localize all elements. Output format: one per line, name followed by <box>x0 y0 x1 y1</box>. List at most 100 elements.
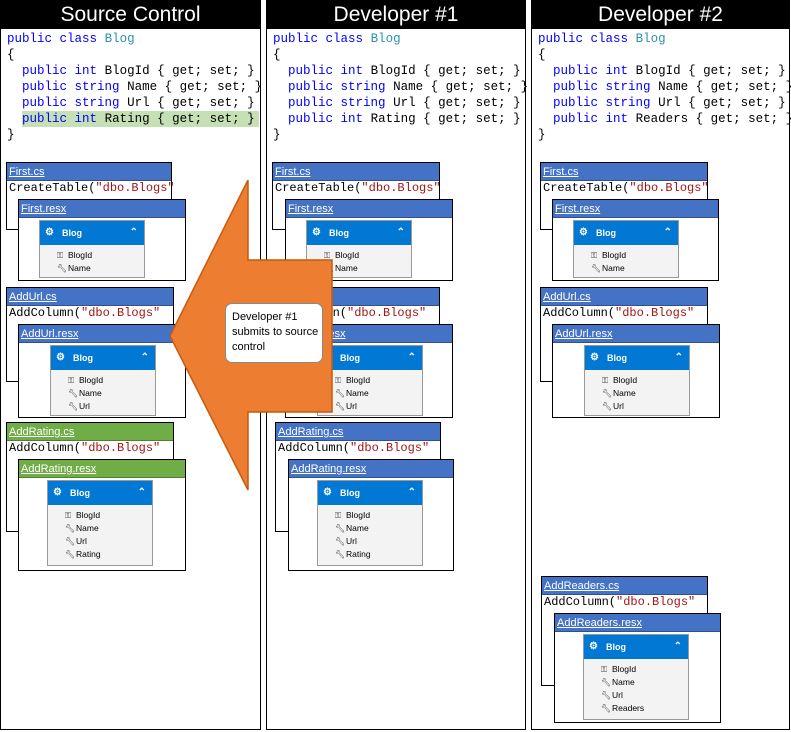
entity-diagram: ⚙Blog⌃ ⚿BlogId 🔧︎Name 🔧︎Url <box>584 345 690 416</box>
property-name: 🔧︎Name <box>57 263 91 273</box>
migration-file-addurl-resx: AddUrl.resx ⚙Blog⌃ ⚿BlogId 🔧︎Name 🔧︎Url <box>18 324 186 418</box>
migration-file-addreaders-resx: AddReaders.resx ⚙Blog⌃ ⚿BlogId 🔧︎Name 🔧︎… <box>554 613 721 723</box>
chevron-up-icon: ⌃ <box>407 487 416 498</box>
file-name: AddUrl.resx <box>553 325 719 343</box>
wrench-icon: 🔧︎ <box>57 264 68 273</box>
migration-code: CreateTable("dbo.Blogs" <box>9 181 175 195</box>
wrench-icon: 🔧︎ <box>591 264 602 273</box>
key-icon: ⚿ <box>65 511 72 520</box>
property-url: 🔧︎Url <box>601 690 623 700</box>
entity-diagram: ⚙Blog⌃ ⚿BlogId 🔧︎Name 🔧︎Url <box>50 345 156 416</box>
chevron-up-icon: ⌃ <box>140 352 149 363</box>
file-name: First.resx <box>286 200 452 218</box>
wrench-icon: 🔧︎ <box>65 524 76 533</box>
property-blogid: ⚿BlogId <box>335 375 371 385</box>
property-name: 🔧︎Name <box>68 388 102 398</box>
chevron-up-icon: ⌃ <box>407 352 416 363</box>
file-name: First.resx <box>553 200 718 218</box>
property-url: 🔧︎Url <box>65 536 87 546</box>
migration-file-first-resx: First.resx ⚙Blog⌃ ⚿BlogId 🔧︎Name <box>18 199 186 281</box>
file-name: AddReaders.resx <box>555 614 720 632</box>
file-name: First.cs <box>7 163 171 181</box>
wrench-icon: 🔧︎ <box>68 402 79 411</box>
migration-file-addrating-resx: AddRating.resx ⚙Blog⌃ ⚿BlogId 🔧︎Name 🔧︎U… <box>18 459 186 571</box>
entity-icon: ⚙ <box>590 352 599 363</box>
property-name: 🔧︎Name <box>602 388 636 398</box>
key-icon: ⚿ <box>335 376 342 385</box>
migration-file-addurl-resx: AddUrl.resx ⚙Blog⌃ ⚿BlogId 🔧︎Name 🔧︎Url <box>552 324 720 418</box>
wrench-icon: 🔧︎ <box>601 678 612 687</box>
entity-diagram: ⚙Blog⌃ ⚿BlogId 🔧︎Name 🔧︎Url 🔧︎Readers <box>583 634 689 720</box>
migration-code: AddColumn("dbo.Blogs" <box>9 306 161 320</box>
property-blogid: ⚿BlogId <box>65 510 101 520</box>
property-blogid: ⚿BlogId <box>324 250 360 260</box>
property-rating: 🔧︎Rating <box>65 549 101 559</box>
migration-code: AddColumn("dbo.Blogs" <box>9 441 161 455</box>
wrench-icon: 🔧︎ <box>335 524 346 533</box>
property-blogid: ⚿BlogId <box>591 250 627 260</box>
entity-diagram: ⚙Blog⌃ ⚿BlogId 🔧︎Name <box>39 220 145 278</box>
key-icon: ⚿ <box>602 376 609 385</box>
property-name: 🔧︎Name <box>65 523 99 533</box>
file-name: AddUrl.resx <box>19 325 185 343</box>
key-icon: ⚿ <box>57 251 64 260</box>
key-icon: ⚿ <box>601 665 608 674</box>
wrench-icon: 🔧︎ <box>335 550 346 559</box>
wrench-icon: 🔧︎ <box>602 389 613 398</box>
key-icon: ⚿ <box>335 511 342 520</box>
property-name: 🔧︎Name <box>591 263 625 273</box>
entity-icon: ⚙ <box>589 641 598 652</box>
key-icon: ⚿ <box>324 251 331 260</box>
entity-diagram: ⚙Blog⌃ ⚿BlogId 🔧︎Name <box>306 220 412 278</box>
wrench-icon: 🔧︎ <box>601 691 612 700</box>
file-name: AddRating.cs <box>7 423 173 441</box>
class-code: public class Blog { public int BlogId { … <box>538 32 791 142</box>
property-blogid: ⚿BlogId <box>602 375 638 385</box>
property-readers: 🔧︎Readers <box>601 703 645 713</box>
migration-code: AddColumn("dbo.Blogs" <box>278 441 430 455</box>
property-name: 🔧︎Name <box>601 677 635 687</box>
file-name: AddUrl.cs <box>541 288 707 306</box>
column-title: Developer #2 <box>532 1 789 29</box>
property-rating: 🔧︎Rating <box>335 549 371 559</box>
wrench-icon: 🔧︎ <box>65 550 76 559</box>
entity-header: ⚙Blog⌃ <box>574 221 678 245</box>
migration-file-first-resx: First.resx ⚙Blog⌃ ⚿BlogId 🔧︎Name <box>285 199 453 281</box>
class-code: public class Blog { public int BlogId { … <box>273 32 529 142</box>
key-icon: ⚿ <box>591 251 598 260</box>
chevron-up-icon: ⌃ <box>674 352 683 363</box>
column-title: Developer #1 <box>267 1 525 29</box>
wrench-icon: 🔧︎ <box>65 537 76 546</box>
migration-file-addurl-resx: AddUrl.resx ⚙Blog⌃ ⚿BlogId 🔧︎Name 🔧︎Url <box>285 324 453 418</box>
entity-icon: ⚙ <box>323 487 332 498</box>
key-icon: ⚿ <box>68 376 75 385</box>
chevron-up-icon: ⌃ <box>396 227 405 238</box>
property-blogid: ⚿BlogId <box>601 664 637 674</box>
migration-code: AddColumn("dbo.Blogs" <box>544 595 696 609</box>
file-name: First.resx <box>19 200 185 218</box>
file-name: First.cs <box>273 163 439 181</box>
file-name: AddRating.resx <box>19 460 185 478</box>
wrench-icon: 🔧︎ <box>68 389 79 398</box>
entity-diagram: ⚙Blog⌃ ⚿BlogId 🔧︎Name 🔧︎Url 🔧︎Rating <box>317 480 423 566</box>
new-property-highlight: public int Rating { get; set; } <box>22 111 259 127</box>
entity-diagram: ⚙Blog⌃ ⚿BlogId 🔧︎Name <box>573 220 679 278</box>
property-url: 🔧︎Url <box>335 536 357 546</box>
file-name: AddUrl.cs <box>7 288 173 306</box>
migration-code: AddColumn("dbo.Blogs" <box>543 306 695 320</box>
file-name: AddReaders.cs <box>542 577 707 595</box>
entity-icon: ⚙ <box>56 352 65 363</box>
wrench-icon: 🔧︎ <box>602 402 613 411</box>
entity-header: ⚙Blog⌃ <box>51 346 155 370</box>
chevron-up-icon: ⌃ <box>129 227 138 238</box>
migration-file-addrating-resx: AddRating.resx ⚙Blog⌃ ⚿BlogId 🔧︎Name 🔧︎U… <box>288 459 454 571</box>
entity-diagram: ⚙Blog⌃ ⚿BlogId 🔧︎Name 🔧︎Url 🔧︎Rating <box>47 480 153 566</box>
entity-header: ⚙Blog⌃ <box>584 635 688 659</box>
entity-header: ⚙Blog⌃ <box>318 481 422 505</box>
chevron-up-icon: ⌃ <box>663 227 672 238</box>
property-url: 🔧︎Url <box>602 401 624 411</box>
property-blogid: ⚿BlogId <box>68 375 104 385</box>
entity-diagram: ⚙Blog⌃ ⚿BlogId 🔧︎Name 🔧︎Url <box>317 345 423 416</box>
chevron-up-icon: ⌃ <box>137 487 146 498</box>
wrench-icon: 🔧︎ <box>335 402 346 411</box>
